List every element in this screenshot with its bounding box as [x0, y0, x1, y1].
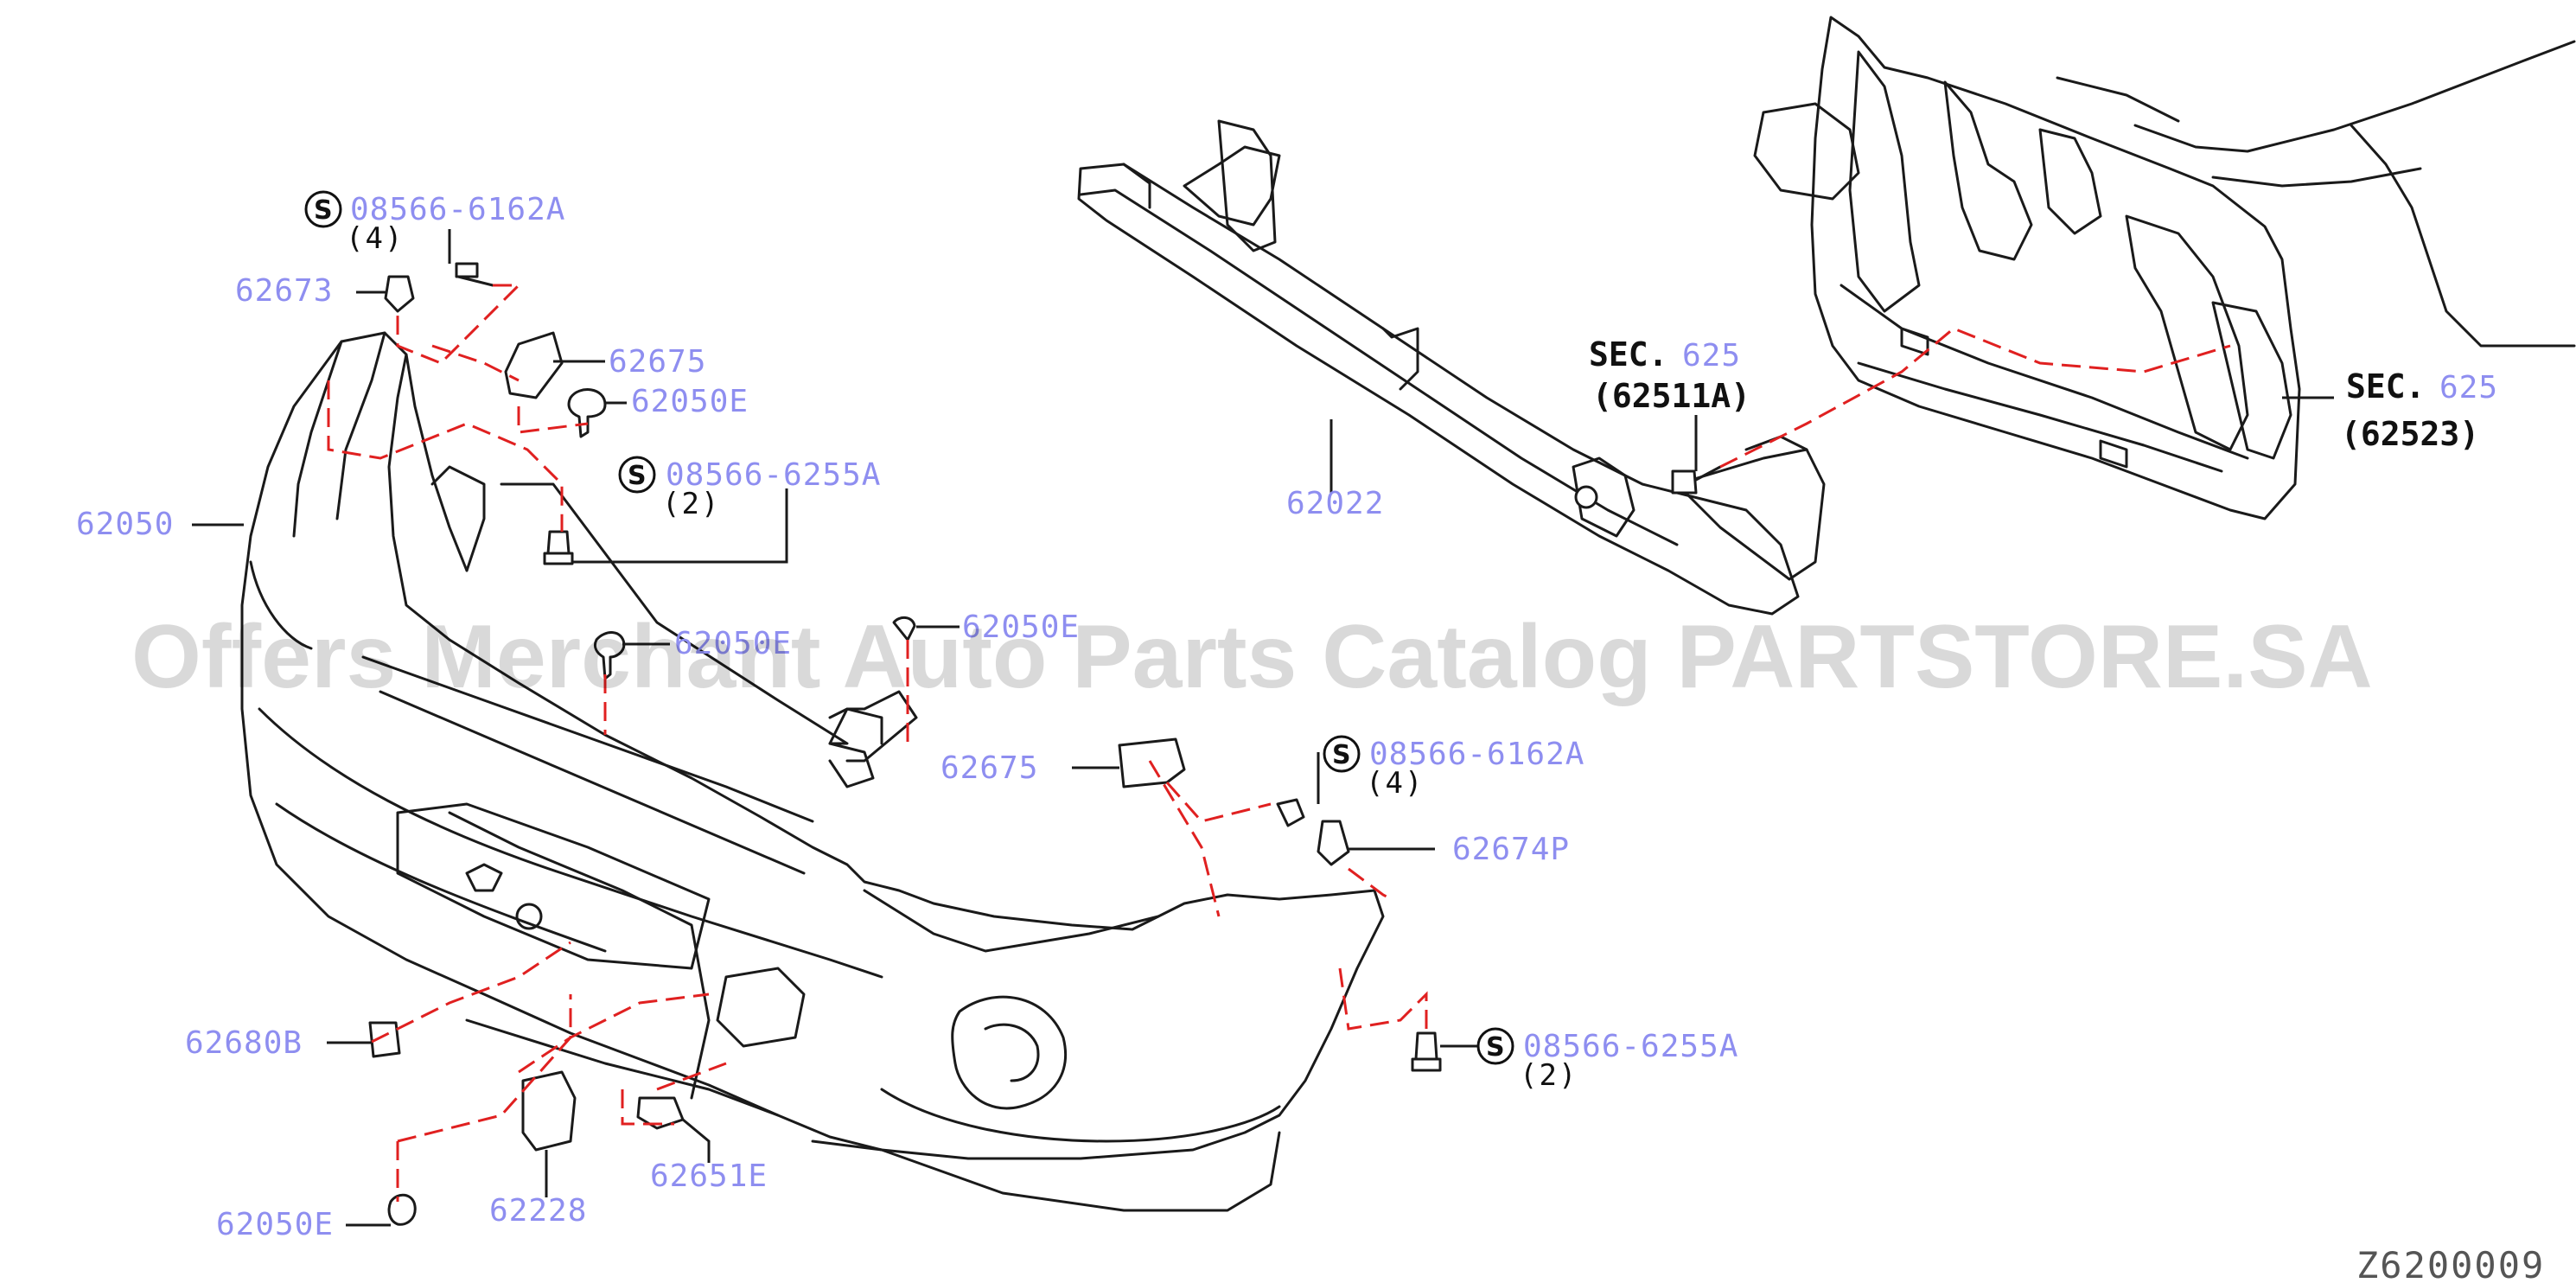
sec-number-left: 625: [1682, 338, 1741, 373]
label-62674P[interactable]: 62674P: [1452, 832, 1570, 867]
label-08566-6255A-left: 08566-6255A: [666, 457, 881, 493]
standard-part-symbol-letter: S: [1486, 1032, 1505, 1063]
watermark-text: Offers Merchant Auto Parts Catalog PARTS…: [131, 607, 2373, 707]
qty-label-right-2: (2): [1520, 1058, 1578, 1093]
std-part-screw-right[interactable]: S 08566-6162A (4): [1323, 735, 1584, 801]
label-62675-mid[interactable]: 62675: [940, 750, 1038, 786]
sec-prefix-right: SEC.: [2346, 367, 2426, 405]
label-62675-top[interactable]: 62675: [609, 344, 706, 380]
label-62050E-top[interactable]: 62050E: [631, 384, 749, 419]
sec-number-right: 625: [2439, 370, 2498, 405]
qty-label-top: (4): [346, 221, 404, 256]
standard-part-symbol-icon: [304, 190, 342, 228]
label-08566-6255A-right: 08566-6255A: [1523, 1029, 1738, 1064]
std-part-bolt-left[interactable]: S 08566-6255A (2): [618, 456, 881, 521]
sec-625-right[interactable]: SEC. 625 (62523): [2341, 367, 2498, 453]
std-part-screw-top[interactable]: S 08566-6162A (4): [304, 190, 565, 256]
label-62228[interactable]: 62228: [489, 1193, 587, 1229]
leader-lines: [192, 229, 2334, 1227]
qty-label-left: (2): [662, 487, 720, 521]
sec-ref-right: (62523): [2341, 415, 2479, 453]
label-62022[interactable]: 62022: [1286, 486, 1384, 521]
standard-part-symbol-icon: [1323, 735, 1361, 773]
label-08566-6162A-top: 08566-6162A: [350, 192, 565, 227]
std-part-bolt-right[interactable]: S 08566-6255A (2): [1476, 1027, 1738, 1093]
label-62673[interactable]: 62673: [235, 273, 333, 309]
label-62050E-mid2[interactable]: 62050E: [962, 610, 1080, 645]
sec-ref-left: (62511A): [1592, 377, 1750, 415]
label-62050E-mid[interactable]: 62050E: [674, 626, 792, 661]
sec-prefix-left: SEC.: [1589, 335, 1668, 373]
front-bumper-fascia-drawing: [240, 331, 1385, 1212]
standard-part-symbol-letter: S: [314, 195, 333, 226]
label-62050E-bottom[interactable]: 62050E: [216, 1207, 334, 1242]
label-62050[interactable]: 62050: [76, 507, 174, 542]
qty-label-right-4: (4): [1366, 766, 1424, 801]
fasteners-drawing: [368, 262, 1722, 1226]
assembly-dashed-lines: [327, 284, 2231, 1202]
standard-part-symbol-icon: [618, 456, 656, 494]
sec-625-left[interactable]: SEC. 625 (62511A): [1589, 335, 1750, 415]
label-08566-6162A-right: 08566-6162A: [1369, 737, 1584, 772]
standard-part-symbol-icon: [1476, 1027, 1514, 1065]
standard-part-symbol-letter: S: [1332, 740, 1351, 770]
bumper-reinforcement-drawing: [1077, 119, 1826, 616]
label-62680B[interactable]: 62680B: [185, 1025, 303, 1061]
diagram-code: Z6200009: [2356, 1244, 2545, 1283]
radiator-core-support-drawing: [1753, 16, 2576, 520]
standard-part-symbol-letter: S: [628, 461, 647, 491]
label-62651E[interactable]: 62651E: [650, 1159, 768, 1194]
